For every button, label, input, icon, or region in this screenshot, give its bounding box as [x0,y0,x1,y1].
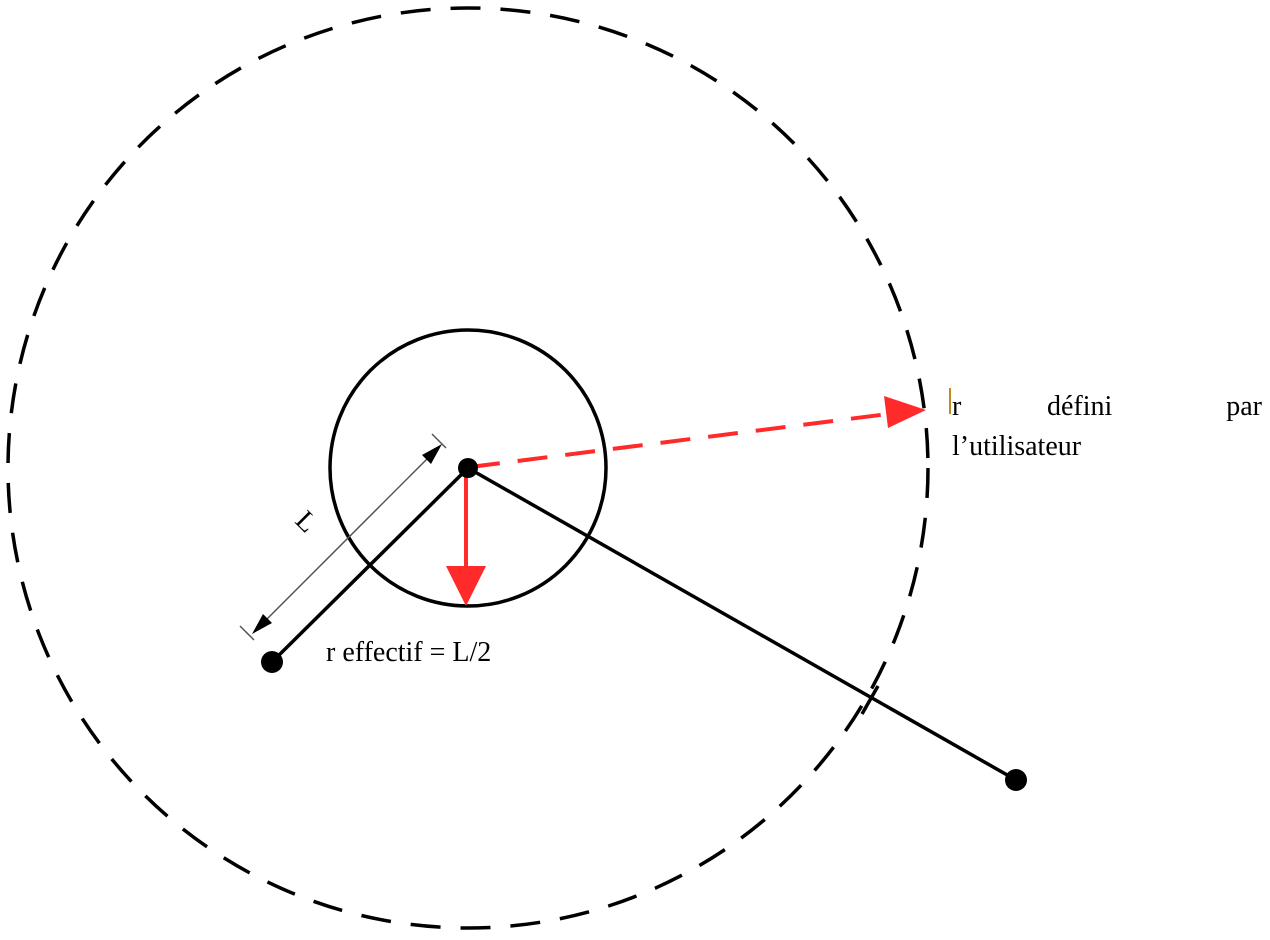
dimension-extension-bottom [239,625,255,641]
segment-tick-mark [860,685,880,715]
effective-radius-circle [328,328,608,608]
length-label: L [289,505,323,539]
user-radius-arrow-line [469,412,889,469]
segment-short [270,466,470,664]
segment-long [467,466,1017,782]
user-radius-arrowhead [884,396,926,428]
user-radius-label-word-par: par [1226,391,1262,422]
dimension-extension-top [431,433,447,449]
effective-radius-arrowhead [446,566,486,606]
dimension-line [257,449,437,629]
user-radius-label-word-defini: défini [1047,391,1113,422]
node-center [458,458,478,478]
length-dimension [239,433,447,641]
user-radius-label-line2: l’utilisateur [952,431,1082,462]
dimension-arrowhead-bottom [252,614,272,634]
user-radius-label-word-r: r [952,391,962,422]
node-left [261,651,283,673]
effective-radius-label: r effectif = L/2 [326,637,491,668]
user-radius-circle [6,6,930,930]
node-right [1005,769,1027,791]
dimension-arrowhead-top [422,444,442,464]
